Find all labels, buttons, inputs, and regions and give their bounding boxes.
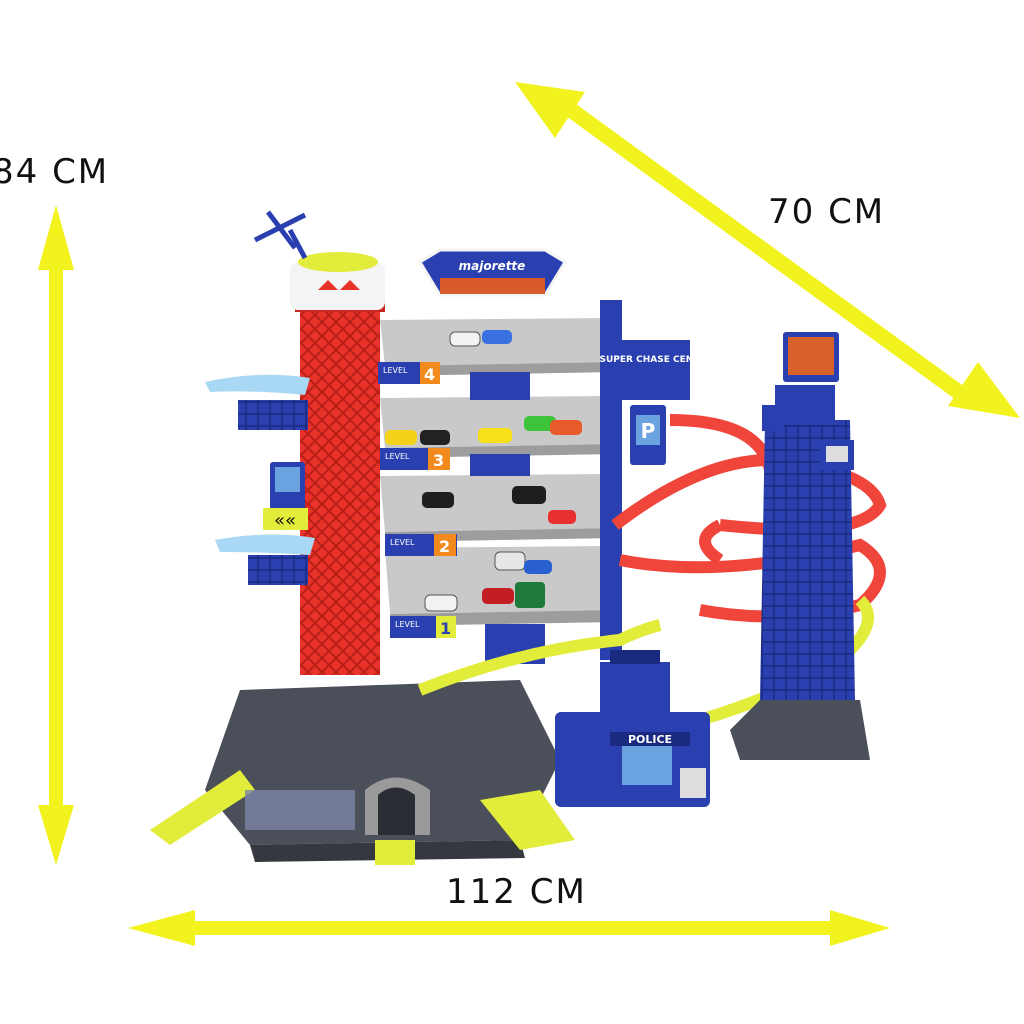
- svg-text:3: 3: [433, 451, 444, 470]
- width-arrow: [128, 910, 890, 946]
- svg-text:2: 2: [439, 537, 450, 556]
- svg-text:P: P: [641, 419, 656, 443]
- red-tower: ««: [205, 210, 385, 675]
- svg-text:SUPER CHASE CENTER: SUPER CHASE CENTER: [600, 355, 713, 365]
- svg-text:LEVEL: LEVEL: [383, 366, 408, 375]
- level-1-sign: LEVEL 1: [390, 616, 456, 638]
- svg-text:LEVEL: LEVEL: [390, 538, 415, 547]
- parking-levels: [380, 300, 622, 664]
- brand-billboard: majorette: [417, 248, 568, 297]
- depth-arrow: [515, 82, 1020, 418]
- svg-text:««: ««: [274, 510, 296, 531]
- garage-base: [150, 680, 575, 865]
- level-3-sign: LEVEL 3: [380, 448, 450, 470]
- width-dimension-label: 112 CM: [446, 872, 587, 912]
- svg-text:1: 1: [440, 619, 451, 638]
- svg-text:POLICE: POLICE: [628, 733, 672, 746]
- level-2-sign: LEVEL 2: [385, 534, 457, 556]
- depth-dimension-label: 70 CM: [768, 192, 886, 232]
- height-dimension-label: 84 CM: [0, 152, 110, 192]
- police-station: POLICE: [555, 650, 710, 807]
- toy-cars: [385, 330, 582, 612]
- blue-tower: [730, 332, 870, 760]
- helicopter-icon: [253, 210, 308, 260]
- svg-text:4: 4: [424, 365, 435, 384]
- chase-center-sign: SUPER CHASE CENTER P: [600, 340, 713, 465]
- svg-text:LEVEL: LEVEL: [395, 620, 420, 629]
- level-4-sign: LEVEL 4: [378, 362, 440, 384]
- svg-text:LEVEL: LEVEL: [385, 452, 410, 461]
- height-arrow: [38, 205, 74, 865]
- svg-text:majorette: majorette: [459, 259, 526, 273]
